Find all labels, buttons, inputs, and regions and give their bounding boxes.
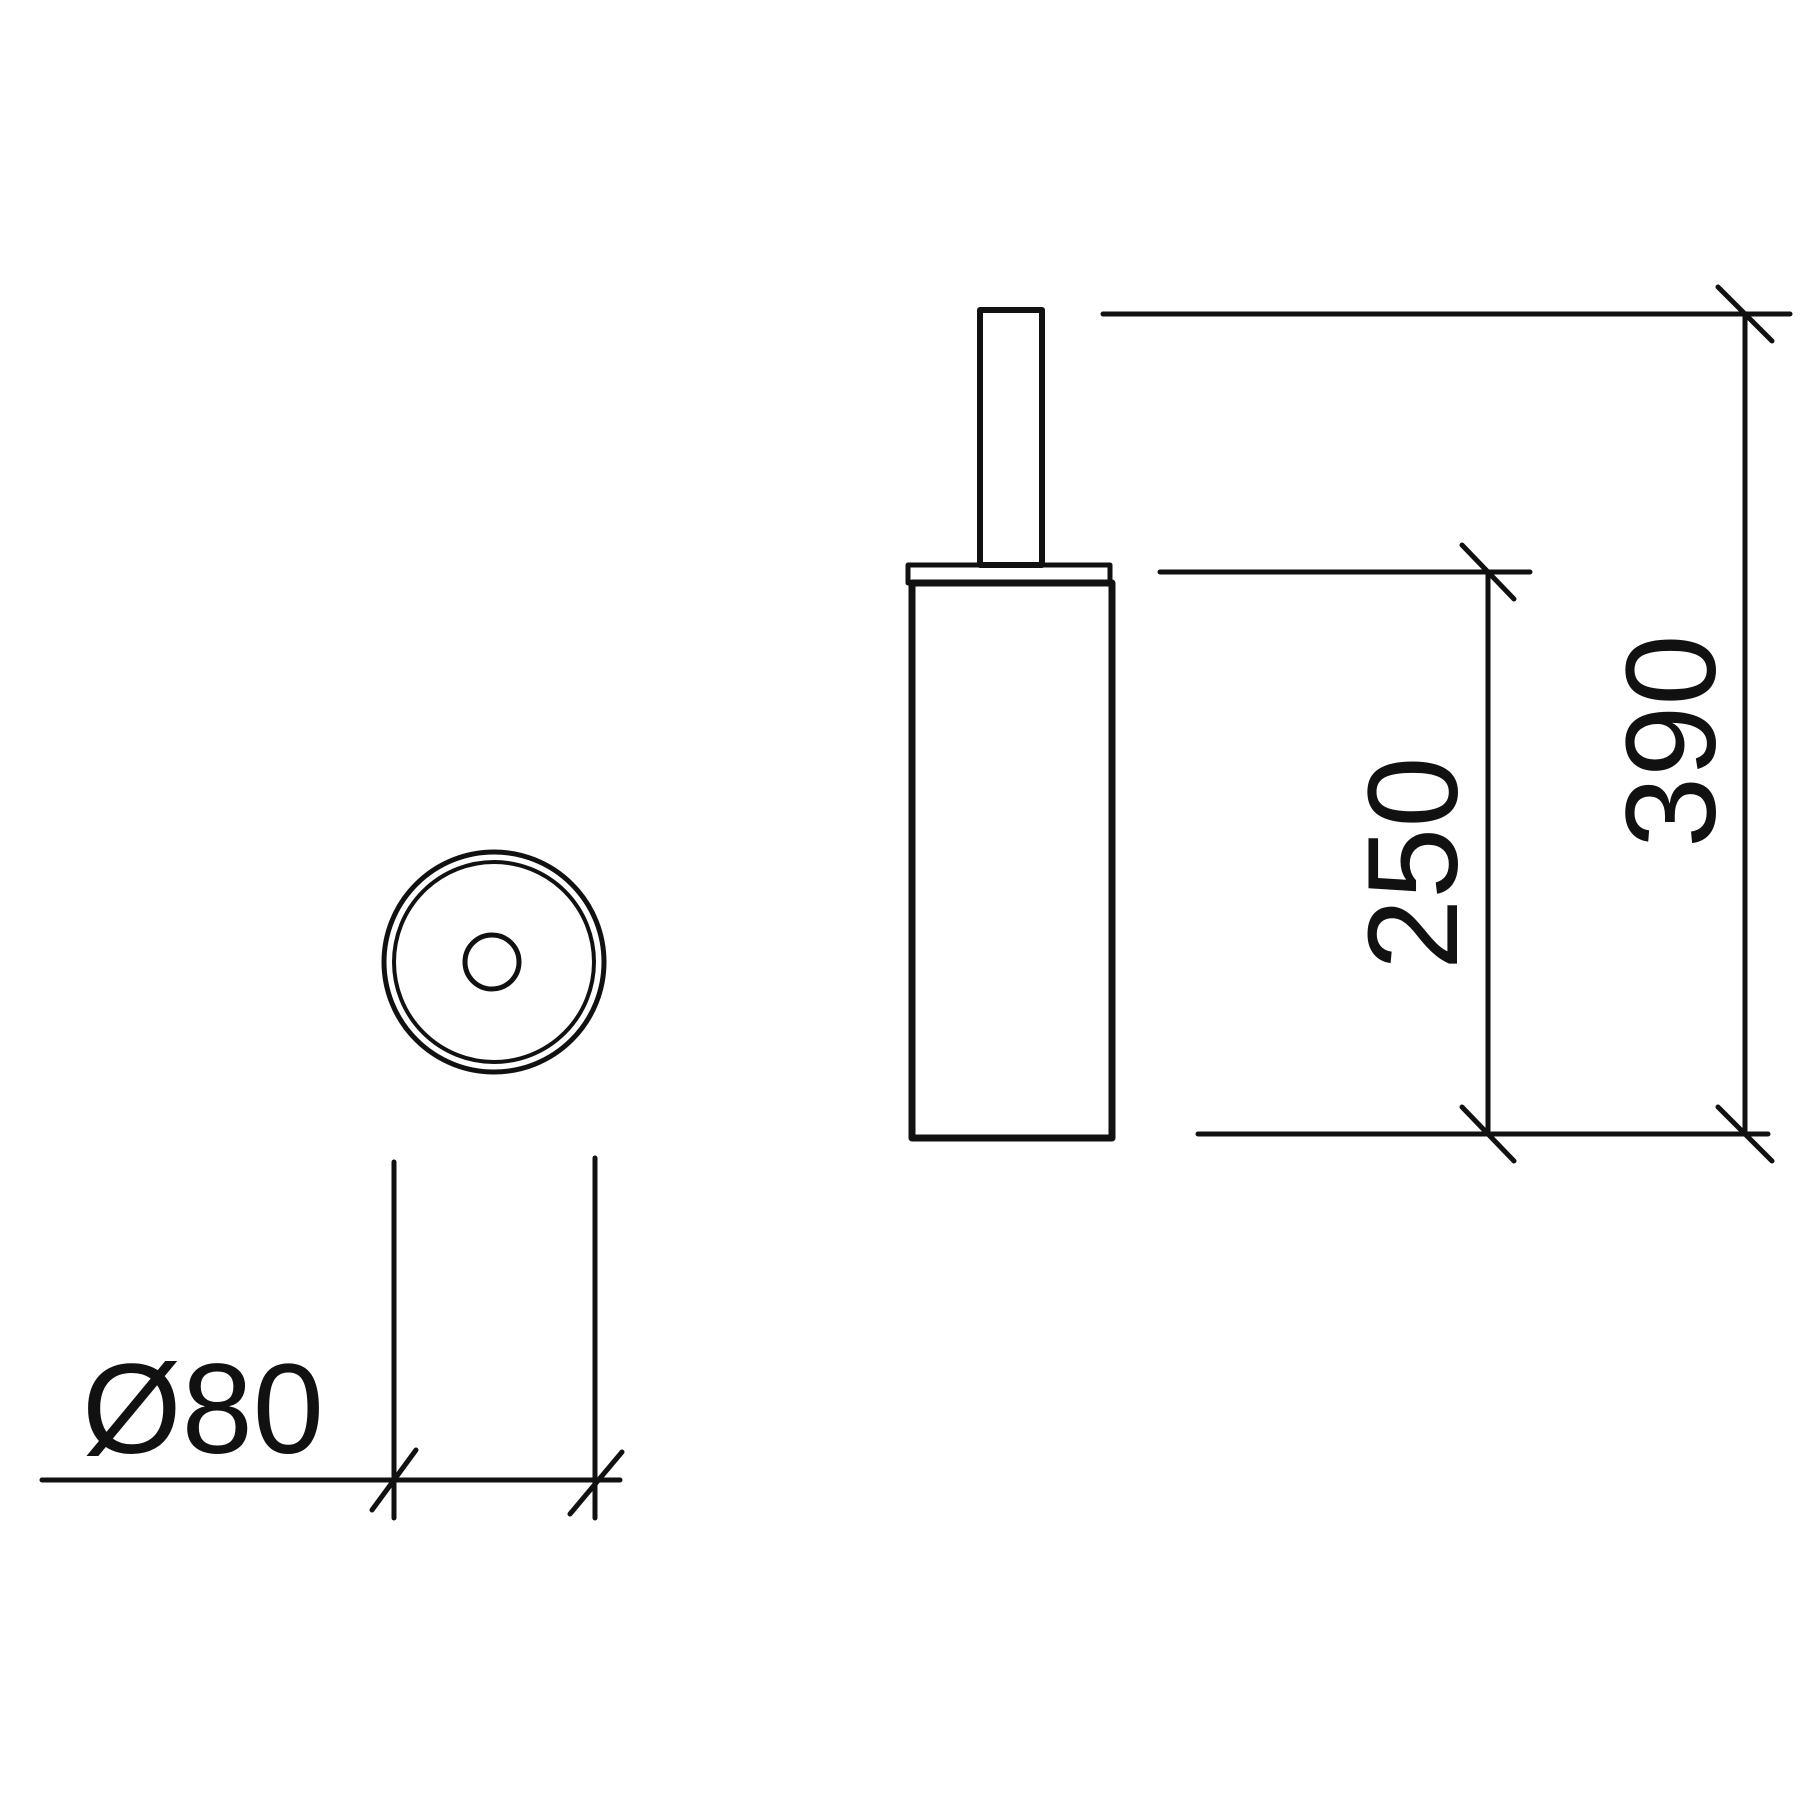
inner-rim-circle <box>392 860 596 1064</box>
body-height-tick-top <box>1459 542 1517 602</box>
top-view <box>381 849 607 1075</box>
total-height-dimension: 390 <box>1100 284 1793 1164</box>
outer-rim-circle <box>381 849 607 1075</box>
total-height-tick-bottom <box>1715 1104 1775 1164</box>
body-height-tick-bottom <box>1459 1104 1517 1164</box>
center-hole-circle <box>462 932 522 992</box>
diameter-tick-right <box>567 1449 625 1517</box>
total-height-tick-top <box>1715 284 1775 344</box>
body-height-dimension: 250 <box>1157 542 1771 1164</box>
diameter-dimension: Ø80 <box>39 1155 625 1521</box>
side-view <box>905 307 1116 1142</box>
diameter-tick-left <box>369 1447 419 1513</box>
holder-body <box>908 579 1116 1142</box>
diameter-label: Ø80 <box>82 1338 324 1481</box>
body-height-label: 250 <box>1342 756 1485 970</box>
total-height-label: 390 <box>1600 634 1743 848</box>
